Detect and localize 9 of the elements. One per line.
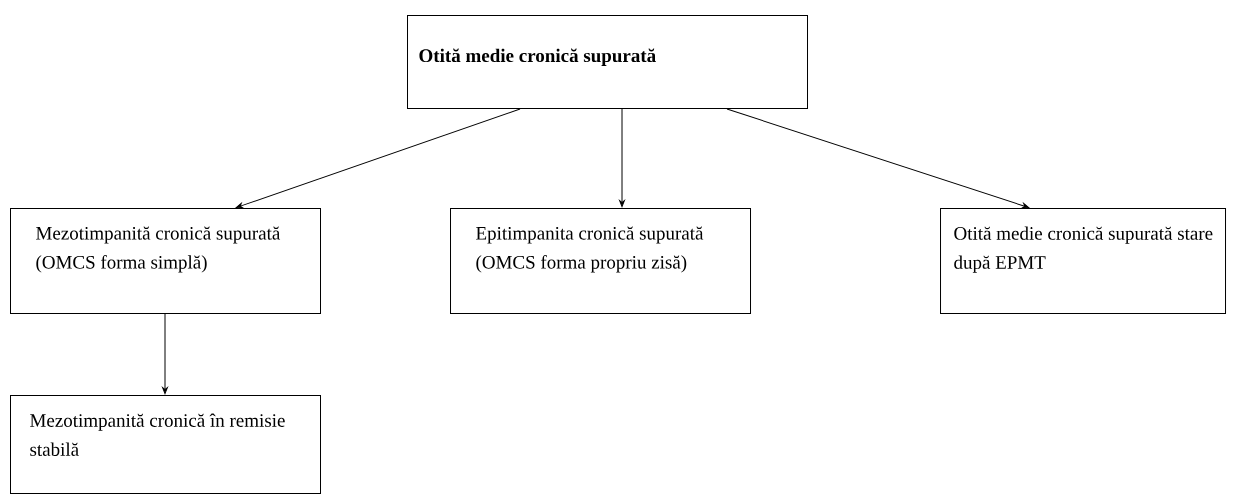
arrow	[726, 108, 1030, 209]
process-box: Mezotimpanită cronică în remisie stabilă	[10, 395, 321, 494]
process-box: Otită medie cronică supurată stare după EPMT	[940, 208, 1226, 314]
process-box: Epitimpanita cronică supurată (OMCS forma propriu zisă)	[450, 208, 751, 314]
arrow	[162, 313, 168, 395]
process-box: Mezotimpanită cronică supurată (OMCS forma simplă)	[10, 208, 321, 314]
arrow	[235, 108, 521, 209]
arrow	[619, 108, 625, 208]
process-box: Otită medie cronică supurată	[407, 15, 808, 109]
